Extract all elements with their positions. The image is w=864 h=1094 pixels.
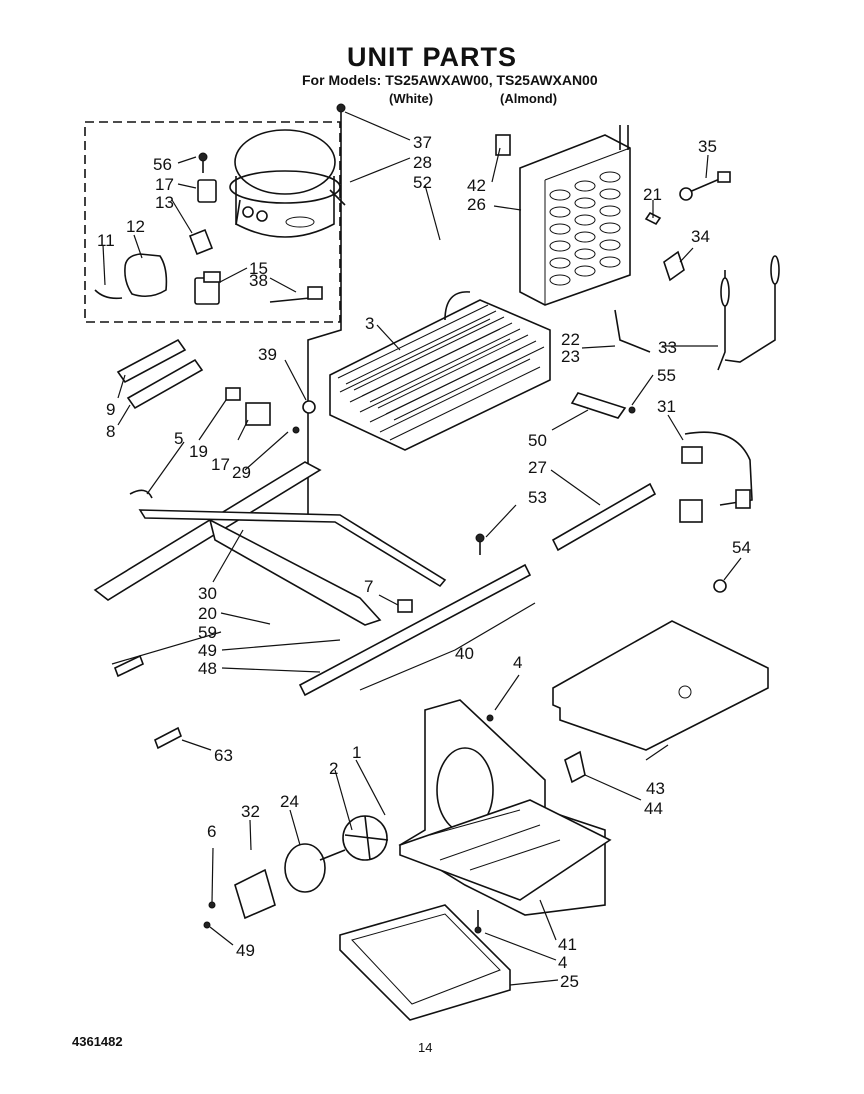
callout: 41 (558, 935, 577, 954)
callout: 48 (198, 659, 217, 678)
callout: 20 (198, 604, 217, 623)
callout: 49 (236, 941, 255, 960)
base-frame (93, 461, 532, 750)
callout: 12 (126, 217, 145, 236)
callout: 8 (106, 422, 115, 441)
callout: 49 (198, 641, 217, 660)
models-line: For Models: TS25AWXAW00, TS25AWXAN00 (302, 72, 598, 88)
callout: 38 (249, 271, 268, 290)
callout: 39 (258, 345, 277, 364)
callout: 17 (211, 455, 230, 474)
evaporator-coil (329, 291, 551, 451)
callout: 17 (155, 175, 174, 194)
condenser (495, 125, 631, 306)
callout: 25 (560, 972, 579, 991)
callout: 2 (329, 759, 338, 778)
callout: 7 (364, 577, 373, 596)
shelf-plate (552, 620, 769, 784)
callout: 63 (214, 746, 233, 765)
callout: 33 (658, 338, 677, 357)
page-title: UNIT PARTS (347, 42, 517, 72)
callout: 43 (646, 779, 665, 798)
callout: 21 (643, 185, 662, 204)
callout: 4 (558, 953, 567, 972)
drain-pan (339, 904, 511, 1021)
callout: 3 (365, 314, 374, 333)
callout: 44 (644, 799, 663, 818)
callout: 5 (174, 429, 183, 448)
callout: 54 (732, 538, 751, 557)
callout: 6 (207, 822, 216, 841)
page-number: 14 (418, 1040, 433, 1055)
callout: 52 (413, 173, 432, 192)
callout: 31 (657, 397, 676, 416)
drain-tube (307, 112, 342, 520)
callout: 42 (467, 176, 486, 195)
variant-almond-label: (Almond) (500, 91, 558, 106)
compressor-group-outline (84, 121, 341, 323)
callout-labels: 37 28 52 56 17 13 12 11 15 38 42 26 35 2… (97, 133, 751, 991)
document-number: 4361482 (72, 1034, 123, 1049)
callout: 50 (528, 431, 547, 450)
callout: 4 (513, 653, 522, 672)
compressor (229, 129, 346, 238)
callout: 13 (155, 193, 174, 212)
left-side-parts (116, 338, 316, 499)
fan-housing (203, 699, 612, 934)
callout: 22 (561, 330, 580, 349)
callout: 23 (561, 347, 580, 366)
callout: 30 (198, 584, 217, 603)
callout: 26 (467, 195, 486, 214)
callout: 34 (691, 227, 710, 246)
callout: 53 (528, 488, 547, 507)
callout: 27 (528, 458, 547, 477)
callout: 29 (232, 463, 251, 482)
callout: 37 (413, 133, 432, 152)
callout: 59 (198, 623, 217, 642)
callout: 55 (657, 366, 676, 385)
callout: 19 (189, 442, 208, 461)
callout: 24 (280, 792, 299, 811)
callout: 9 (106, 400, 115, 419)
variant-white-label: (White) (389, 91, 434, 106)
callout: 35 (698, 137, 717, 156)
callout: 11 (97, 231, 115, 250)
compressor-accessories (94, 152, 323, 305)
leader-lines (102, 111, 742, 986)
callout: 1 (352, 743, 361, 762)
callout: 32 (241, 802, 260, 821)
callout: 28 (413, 153, 432, 172)
callout: 56 (153, 155, 172, 174)
right-side-parts (551, 171, 780, 593)
callout: 15 (249, 259, 268, 278)
callout: 40 (455, 644, 474, 663)
